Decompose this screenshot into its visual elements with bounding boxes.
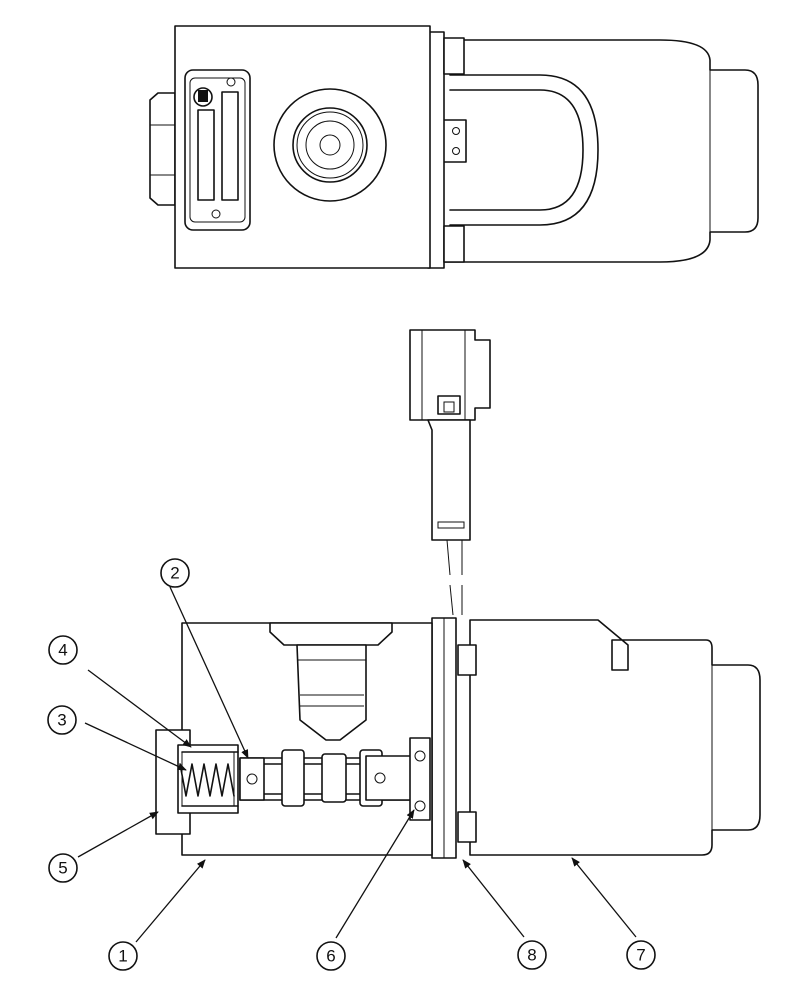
section-coil xyxy=(457,619,761,856)
callout-6: 6 xyxy=(316,941,346,971)
svg-text:6: 6 xyxy=(326,947,335,966)
callout-1: 1 xyxy=(108,941,138,971)
section-mounting-plate xyxy=(431,617,457,859)
callout-2: 2 xyxy=(160,558,190,588)
section-spring xyxy=(179,763,235,797)
top-valve-block xyxy=(174,25,431,269)
top-view-valve xyxy=(149,25,759,269)
top-hex-nut xyxy=(149,92,176,206)
svg-text:5: 5 xyxy=(58,859,67,878)
svg-text:1: 1 xyxy=(118,947,127,966)
callout-8: 8 xyxy=(517,940,547,970)
electrical-connector xyxy=(409,329,491,616)
top-nameplate xyxy=(184,69,251,231)
top-round-boss xyxy=(273,88,387,202)
svg-text:3: 3 xyxy=(57,711,66,730)
section-valve-body xyxy=(181,622,433,856)
svg-text:4: 4 xyxy=(58,641,67,660)
callout-4: 4 xyxy=(48,635,78,665)
section-end-cap xyxy=(155,729,239,835)
top-coil xyxy=(427,31,759,269)
callout-5: 5 xyxy=(48,853,78,883)
svg-text:2: 2 xyxy=(170,564,179,583)
section-view-valve xyxy=(155,617,761,859)
svg-text:7: 7 xyxy=(636,946,645,965)
callout-3: 3 xyxy=(47,705,77,735)
svg-text:8: 8 xyxy=(527,946,536,965)
callout-7: 7 xyxy=(626,940,656,970)
leader-lines xyxy=(77,586,637,943)
